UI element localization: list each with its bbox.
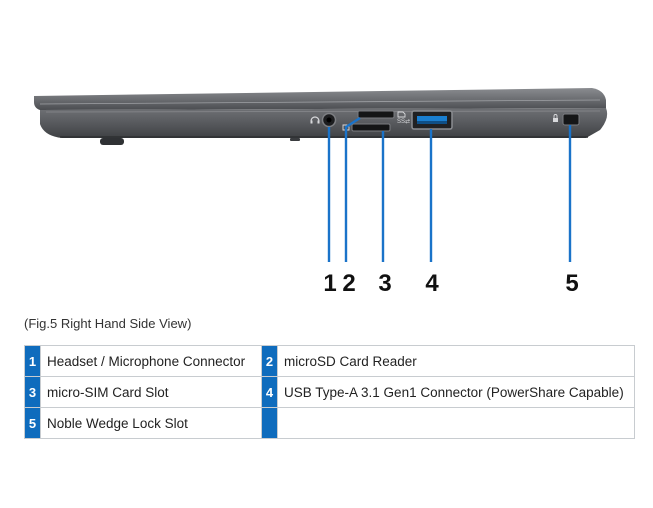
- micro-sim-slot: [351, 123, 391, 132]
- callout-number-4: 4: [425, 270, 439, 297]
- sd-card-icon: [397, 111, 406, 118]
- laptop-foot: [100, 138, 124, 145]
- legend-badge: 2: [261, 345, 278, 377]
- wedge-lock-slot: [562, 113, 580, 126]
- legend-label: microSD Card Reader: [277, 345, 635, 377]
- legend-badge: 4: [261, 376, 278, 408]
- microsd-slot: [357, 110, 395, 119]
- legend-badge: 5: [24, 407, 41, 439]
- legend-row: 1 Headset / Microphone Connector 2 micro…: [24, 345, 635, 377]
- legend-badge: [261, 407, 278, 439]
- svg-text:SS⇄: SS⇄: [397, 118, 410, 125]
- figure-caption: (Fig.5 Right Hand Side View): [24, 316, 192, 331]
- callout-number-3: 3: [378, 270, 391, 297]
- headset-icon: [310, 116, 320, 124]
- legend-label: Noble Wedge Lock Slot: [40, 407, 262, 439]
- legend-label: [277, 407, 635, 439]
- legend-label: USB Type-A 3.1 Gen1 Connector (PowerShar…: [277, 376, 635, 408]
- callout-number-1: 1: [323, 270, 336, 297]
- lock-icon: [553, 114, 558, 122]
- legend-label: micro-SIM Card Slot: [40, 376, 262, 408]
- callout-line-2: [344, 116, 361, 262]
- usb-icon: SS⇄: [397, 118, 410, 125]
- legend-badge: 3: [24, 376, 41, 408]
- legend-label: Headset / Microphone Connector: [40, 345, 262, 377]
- laptop-lid: [34, 88, 606, 110]
- laptop-side-view: SS⇄ 1 2 3 4 5: [34, 88, 608, 297]
- callout-number-5: 5: [565, 270, 578, 297]
- legend-badge: 1: [24, 345, 41, 377]
- sim-card-icon: [342, 124, 350, 131]
- legend-row: 5 Noble Wedge Lock Slot: [24, 407, 635, 439]
- legend-table: 1 Headset / Microphone Connector 2 micro…: [24, 345, 635, 439]
- callout-number-2: 2: [342, 270, 355, 297]
- legend-row: 3 micro-SIM Card Slot 4 USB Type-A 3.1 G…: [24, 376, 635, 408]
- callout-lines: [327, 116, 572, 262]
